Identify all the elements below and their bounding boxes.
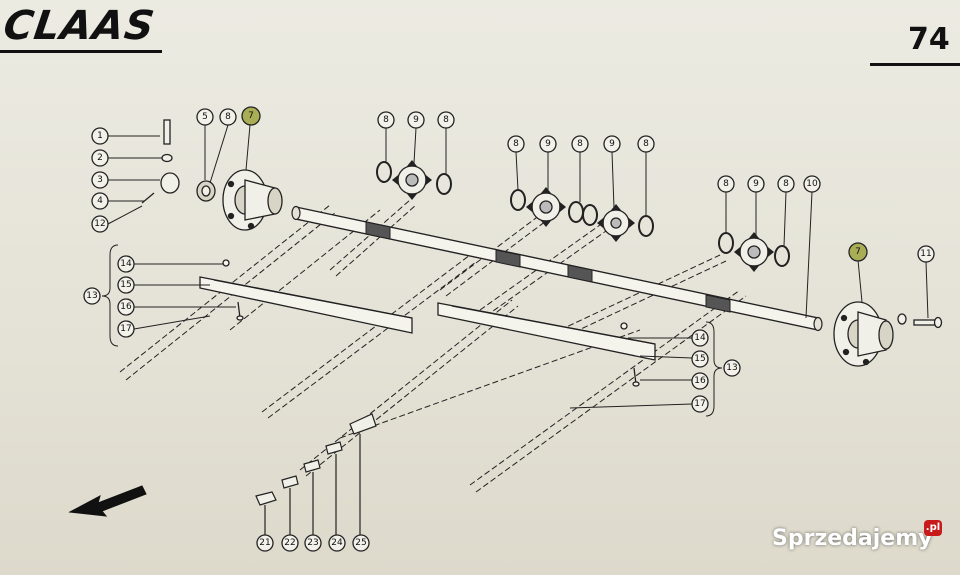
callout-8-s1a: 8 (377, 111, 395, 129)
callout-16-left: 16 (117, 298, 135, 316)
callout-9-s2: 9 (539, 135, 557, 153)
callout-8-s4a: 8 (717, 175, 735, 193)
watermark-badge: .pl (924, 520, 942, 536)
callout-17-right: 17 (691, 395, 709, 413)
callout-10: 10 (803, 175, 821, 193)
svg-text:9: 9 (413, 115, 419, 125)
svg-text:13: 13 (726, 363, 737, 373)
callout-8-s1b: 8 (437, 111, 455, 129)
callout-8-s2a: 8 (507, 135, 525, 153)
svg-text:16: 16 (694, 376, 706, 386)
svg-text:17: 17 (120, 324, 131, 334)
leader-lines (101, 124, 929, 417)
svg-text:8: 8 (577, 139, 583, 149)
svg-text:13: 13 (86, 291, 97, 301)
small-parts (255, 413, 377, 535)
svg-text:11: 11 (920, 249, 931, 259)
svg-text:9: 9 (753, 179, 759, 189)
callout-1: 1 (91, 127, 109, 145)
svg-text:8: 8 (513, 139, 519, 149)
callout-5: 5 (196, 108, 214, 126)
callout-3: 3 (91, 171, 109, 189)
svg-text:8: 8 (643, 139, 649, 149)
svg-text:7: 7 (248, 111, 254, 121)
callout-8-s3: 8 (637, 135, 655, 153)
callout-8-s2b: 8 (571, 135, 589, 153)
right-hub-assembly (833, 301, 943, 367)
svg-text:9: 9 (609, 139, 615, 149)
callout-11: 11 (917, 245, 935, 263)
svg-text:8: 8 (443, 115, 449, 125)
direction-arrow (68, 485, 147, 517)
svg-text:1: 1 (97, 131, 103, 141)
guide-bars (199, 259, 656, 387)
callout-15-right: 15 (691, 350, 709, 368)
watermark-text: Sprzedajemy (772, 526, 933, 551)
svg-text:14: 14 (694, 333, 706, 343)
svg-text:8: 8 (225, 112, 231, 122)
svg-text:15: 15 (694, 354, 705, 364)
callout-24: 24 (328, 534, 346, 552)
svg-text:23: 23 (307, 538, 318, 548)
header-rule-left (0, 50, 162, 53)
svg-text:21: 21 (259, 538, 270, 548)
svg-text:5: 5 (202, 112, 208, 122)
driveshaft (291, 205, 823, 332)
svg-text:8: 8 (383, 115, 389, 125)
page-number: 74 (908, 22, 950, 57)
callout-9-s4: 9 (747, 175, 765, 193)
callout-9-s3: 9 (603, 135, 621, 153)
callout-13-left: 13 (83, 287, 101, 305)
callout-13-right: 13 (723, 359, 741, 377)
callout-15-left: 15 (117, 276, 135, 294)
svg-text:3: 3 (97, 175, 103, 185)
svg-text:15: 15 (120, 280, 131, 290)
callout-14-right: 14 (691, 329, 709, 347)
callout-12: 12 (91, 215, 109, 233)
callout-2: 2 (91, 149, 109, 167)
callout-4: 4 (91, 192, 109, 210)
callout-22: 22 (281, 534, 299, 552)
svg-text:8: 8 (723, 179, 729, 189)
svg-text:25: 25 (355, 538, 366, 548)
svg-text:2: 2 (97, 153, 103, 163)
callout-8-hub: 8 (219, 108, 237, 126)
callout-23: 23 (304, 534, 322, 552)
callout-25: 25 (352, 534, 370, 552)
svg-text:24: 24 (331, 538, 343, 548)
callout-7-right: 7 (848, 242, 868, 262)
callout-17-left: 17 (117, 320, 135, 338)
svg-text:10: 10 (806, 179, 818, 189)
svg-text:9: 9 (545, 139, 551, 149)
svg-text:12: 12 (94, 219, 105, 229)
callout-7-left: 7 (241, 106, 261, 126)
callout-9-s1: 9 (407, 111, 425, 129)
callout-21: 21 (256, 534, 274, 552)
svg-text:17: 17 (694, 399, 705, 409)
sprockets (376, 159, 790, 273)
svg-text:16: 16 (120, 302, 132, 312)
svg-text:8: 8 (783, 179, 789, 189)
svg-text:4: 4 (97, 196, 103, 206)
svg-text:22: 22 (284, 538, 295, 548)
callout-14-left: 14 (117, 255, 135, 273)
left-hub-assembly (141, 119, 283, 231)
callout-8-s4b: 8 (777, 175, 795, 193)
header-rule-right (870, 63, 960, 66)
svg-text:7: 7 (855, 247, 861, 257)
callout-16-right: 16 (691, 372, 709, 390)
svg-text:14: 14 (120, 259, 132, 269)
